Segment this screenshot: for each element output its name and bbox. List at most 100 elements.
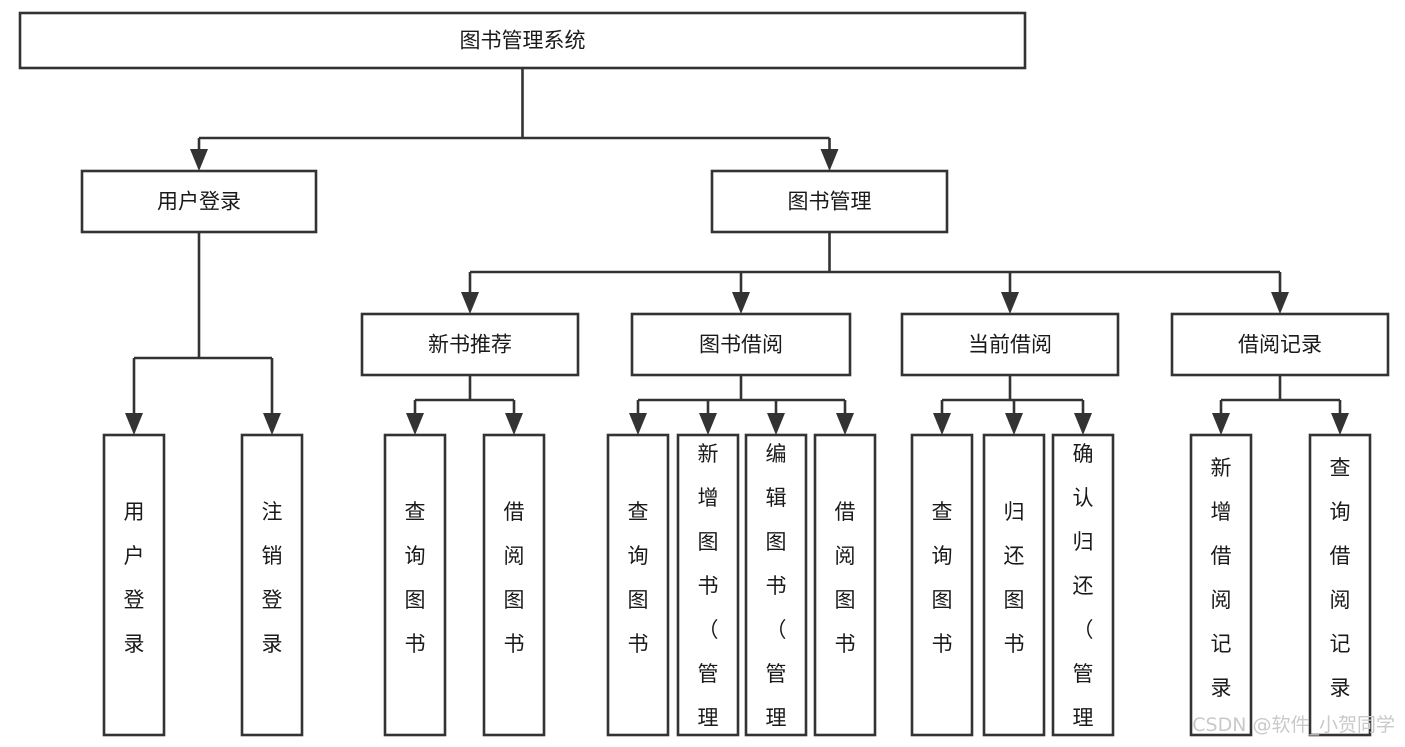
node-box-leaf-add-borrow-record[interactable] <box>1189 433 1253 737</box>
node-label-user-login: 用户登录 <box>157 190 241 214</box>
node-label-char: 询 <box>628 544 649 568</box>
node-label-char: （ <box>766 618 787 642</box>
node-box-leaf-edit-book[interactable] <box>744 433 808 737</box>
node-box-root[interactable] <box>18 11 1027 70</box>
connectors-layer <box>125 68 1349 435</box>
node-label-char: 用 <box>124 500 145 524</box>
node-label-char: 还 <box>1004 544 1025 568</box>
node-label-char: 书 <box>1004 632 1025 656</box>
node-label-char: 询 <box>932 544 953 568</box>
node-label-new-book-recommend: 新书推荐 <box>428 333 512 357</box>
node-box-leaf-borrow-book-1[interactable] <box>482 433 546 737</box>
node-current-borrow[interactable]: 当前借阅 <box>900 312 1120 377</box>
arrow-head-icon <box>406 413 424 435</box>
node-box-user-login[interactable] <box>80 169 318 234</box>
arrow-head-icon <box>629 413 647 435</box>
node-label-char: （ <box>1073 618 1094 642</box>
arrow-head-icon <box>1271 292 1289 314</box>
node-label-char: 图 <box>628 588 649 612</box>
node-book-management[interactable]: 图书管理 <box>710 169 949 234</box>
node-label-char: 户 <box>124 544 145 568</box>
node-label-borrow-record: 借阅记录 <box>1238 333 1322 357</box>
node-label-book-management: 图书管理 <box>788 190 872 214</box>
node-label-char: 增 <box>698 486 719 510</box>
node-box-leaf-borrow-book-2[interactable] <box>813 433 877 737</box>
node-borrow-record[interactable]: 借阅记录 <box>1170 312 1390 377</box>
node-label-char: 图 <box>698 530 719 554</box>
arrow-head-icon <box>732 292 750 314</box>
node-box-leaf-query-book-3[interactable] <box>910 433 974 737</box>
node-label-char: 图 <box>504 588 525 612</box>
node-label-char: 图 <box>405 588 426 612</box>
node-book-borrow[interactable]: 图书借阅 <box>630 312 852 377</box>
node-label-char: 登 <box>124 588 145 612</box>
node-label-char: 编 <box>766 442 787 466</box>
node-box-leaf-query-book-2[interactable] <box>606 433 670 737</box>
node-box-borrow-record[interactable] <box>1170 312 1390 377</box>
node-label-char: 阅 <box>835 544 856 568</box>
node-user-login[interactable]: 用户登录 <box>80 169 318 234</box>
arrow-head-icon <box>836 413 854 435</box>
arrow-head-icon <box>820 149 839 171</box>
watermark-text: CSDN @软件_小贺同学 <box>1192 714 1395 736</box>
node-label-char: 图 <box>766 530 787 554</box>
node-box-new-book-recommend[interactable] <box>360 312 580 377</box>
node-label-char: 录 <box>1330 676 1351 700</box>
node-box-leaf-query-book-1[interactable] <box>383 433 447 737</box>
node-box-leaf-confirm-return[interactable] <box>1051 433 1115 737</box>
arrow-head-icon <box>1001 292 1019 314</box>
node-label-char: 录 <box>1211 676 1232 700</box>
node-box-leaf-user-login[interactable] <box>102 433 166 737</box>
node-root[interactable]: 图书管理系统 <box>18 11 1027 70</box>
node-label-char: 录 <box>262 632 283 656</box>
node-label-char: 图 <box>932 588 953 612</box>
node-leaf-user-login[interactable]: 用户登录 <box>102 433 166 737</box>
node-label-char: 注 <box>262 500 283 524</box>
node-label-char: 录 <box>124 632 145 656</box>
node-label-char: 理 <box>698 706 719 730</box>
node-label-char: 理 <box>766 706 787 730</box>
node-label-char: 询 <box>1330 500 1351 524</box>
arrow-head-icon <box>461 292 479 314</box>
node-label-char: 查 <box>628 500 649 524</box>
node-new-book-recommend[interactable]: 新书推荐 <box>360 312 580 377</box>
node-box-current-borrow[interactable] <box>900 312 1120 377</box>
arrow-head-icon <box>1005 413 1023 435</box>
node-label-char: 阅 <box>1211 588 1232 612</box>
node-label-char: 新 <box>1211 456 1232 480</box>
node-box-book-management[interactable] <box>710 169 949 234</box>
node-label-char: 销 <box>262 544 283 568</box>
arrow-head-icon <box>125 413 143 435</box>
nodes-layer: 图书管理系统用户登录图书管理新书推荐图书借阅当前借阅借阅记录用户登录注销登录查询… <box>18 11 1390 747</box>
node-label-char: 还 <box>1073 574 1094 598</box>
node-box-leaf-return-book[interactable] <box>982 433 1046 737</box>
node-label-char: 查 <box>1330 456 1351 480</box>
node-box-leaf-query-borrow-record[interactable] <box>1308 433 1372 737</box>
node-label-char: 书 <box>628 632 649 656</box>
arrow-head-icon <box>1212 413 1230 435</box>
node-label-char: 管 <box>766 662 787 686</box>
node-label-char: 理 <box>1073 706 1094 730</box>
node-label-char: 增 <box>1211 500 1232 524</box>
node-box-leaf-add-book[interactable] <box>676 433 740 737</box>
arrow-head-icon <box>505 413 523 435</box>
arrow-head-icon <box>1074 413 1092 435</box>
node-box-book-borrow[interactable] <box>630 312 852 377</box>
arrow-head-icon <box>263 413 281 435</box>
node-label-char: 书 <box>504 632 525 656</box>
node-box-leaf-logout[interactable] <box>240 433 304 737</box>
